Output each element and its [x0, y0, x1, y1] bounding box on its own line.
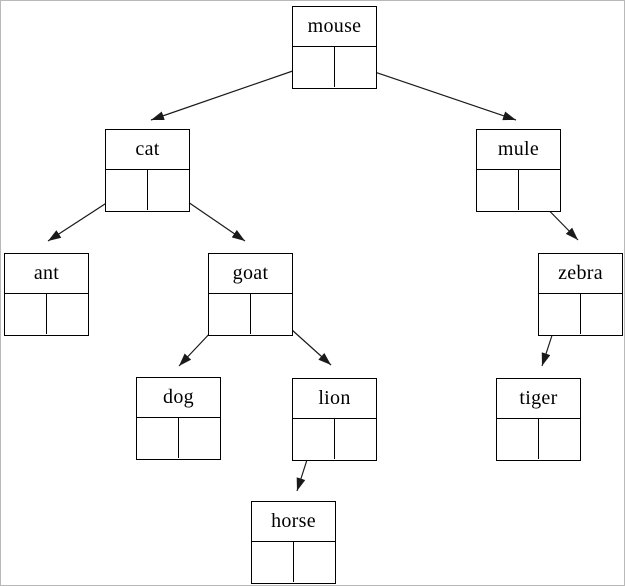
node-pointer-cells	[539, 294, 622, 334]
node-label: lion	[293, 379, 376, 419]
node-left-pointer-cell	[539, 294, 581, 334]
node-left-pointer-cell	[106, 170, 148, 210]
node-label: tiger	[497, 379, 580, 419]
tree-node-mouse: mouse	[292, 6, 377, 89]
node-right-pointer-cell	[519, 170, 561, 210]
tree-node-mule: mule	[476, 129, 561, 212]
node-pointer-cells	[497, 419, 580, 459]
tree-node-zebra: zebra	[538, 253, 623, 336]
tree-node-tiger: tiger	[496, 378, 581, 461]
node-pointer-cells	[106, 170, 189, 210]
node-left-pointer-cell	[477, 170, 519, 210]
tree-node-cat: cat	[105, 129, 190, 212]
node-left-pointer-cell	[293, 47, 335, 87]
node-right-pointer-cell	[335, 419, 377, 459]
edge-mouse-cat	[150, 63, 314, 121]
node-right-pointer-cell	[294, 542, 336, 582]
edge-mouse-mule	[353, 64, 517, 121]
node-left-pointer-cell	[209, 294, 251, 334]
node-left-pointer-cell	[137, 418, 179, 458]
node-label: horse	[252, 502, 335, 542]
node-pointer-cells	[137, 418, 220, 458]
node-pointer-cells	[293, 419, 376, 459]
tree-node-goat: goat	[208, 253, 293, 336]
tree-node-dog: dog	[136, 377, 221, 460]
node-pointer-cells	[477, 170, 560, 210]
node-right-pointer-cell	[251, 294, 293, 334]
node-label: goat	[209, 254, 292, 294]
node-label: dog	[137, 378, 220, 418]
node-label: zebra	[539, 254, 622, 294]
node-label: ant	[5, 254, 88, 294]
node-right-pointer-cell	[179, 418, 221, 458]
node-left-pointer-cell	[5, 294, 47, 334]
node-label: mule	[477, 130, 560, 170]
node-right-pointer-cell	[539, 419, 581, 459]
node-pointer-cells	[293, 47, 376, 87]
node-left-pointer-cell	[293, 419, 335, 459]
node-right-pointer-cell	[148, 170, 190, 210]
node-pointer-cells	[252, 542, 335, 582]
node-pointer-cells	[209, 294, 292, 334]
node-label: cat	[106, 130, 189, 170]
tree-node-ant: ant	[4, 253, 89, 336]
node-left-pointer-cell	[252, 542, 294, 582]
tree-node-lion: lion	[292, 378, 377, 461]
node-right-pointer-cell	[581, 294, 623, 334]
node-right-pointer-cell	[335, 47, 377, 87]
node-right-pointer-cell	[47, 294, 89, 334]
tree-node-horse: horse	[251, 501, 336, 584]
node-label: mouse	[293, 7, 376, 47]
node-left-pointer-cell	[497, 419, 539, 459]
node-pointer-cells	[5, 294, 88, 334]
